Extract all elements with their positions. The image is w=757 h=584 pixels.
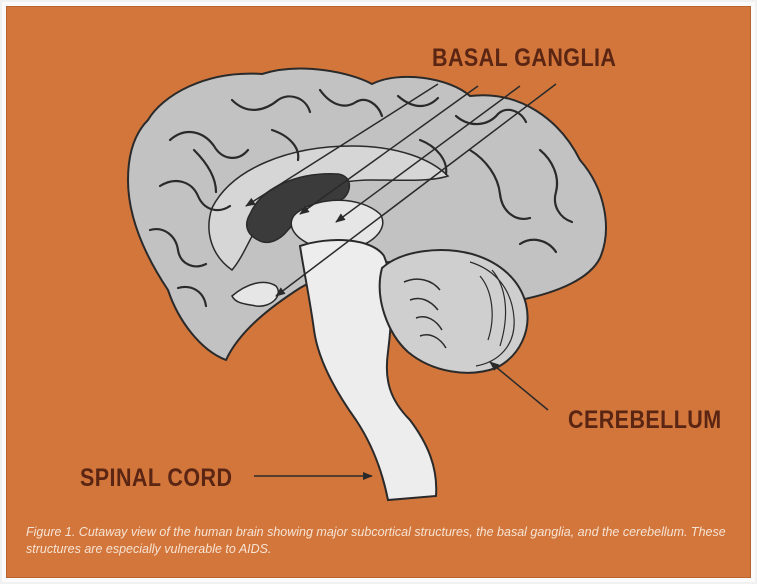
cerebellum-label: CEREBELLUM — [568, 406, 722, 435]
figure-caption: Figure 1. Cutaway view of the human brai… — [26, 524, 741, 558]
spinal-cord-label: SPINAL CORD — [80, 464, 232, 493]
basal-ganglia-label: BASAL GANGLIA — [432, 44, 616, 73]
cerebellum-pointer — [490, 362, 548, 410]
